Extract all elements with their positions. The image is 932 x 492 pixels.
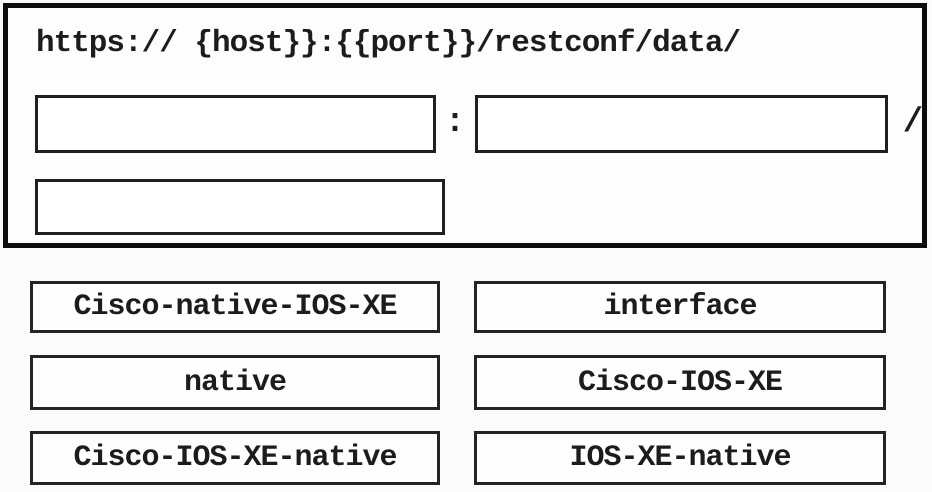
drop-zone-2[interactable] — [475, 95, 888, 153]
option-ios-xe-native[interactable]: IOS-XE-native — [474, 431, 886, 485]
option-cisco-native-ios-xe[interactable]: Cisco-native-IOS-XE — [30, 281, 440, 333]
slash-separator: / — [902, 104, 924, 142]
drop-zone-3[interactable] — [35, 179, 445, 235]
option-interface[interactable]: interface — [474, 281, 886, 333]
url-template-text: https:// {host}}:{{port}}/restconf/data/ — [36, 26, 741, 61]
option-cisco-ios-xe[interactable]: Cisco-IOS-XE — [474, 355, 886, 410]
option-native[interactable]: native — [30, 355, 440, 410]
option-cisco-ios-xe-native[interactable]: Cisco-IOS-XE-native — [30, 431, 440, 485]
url-builder-panel: https:// {host}}:{{port}}/restconf/data/… — [3, 3, 927, 248]
colon-separator: : — [444, 104, 466, 142]
drop-zone-1[interactable] — [35, 95, 436, 153]
